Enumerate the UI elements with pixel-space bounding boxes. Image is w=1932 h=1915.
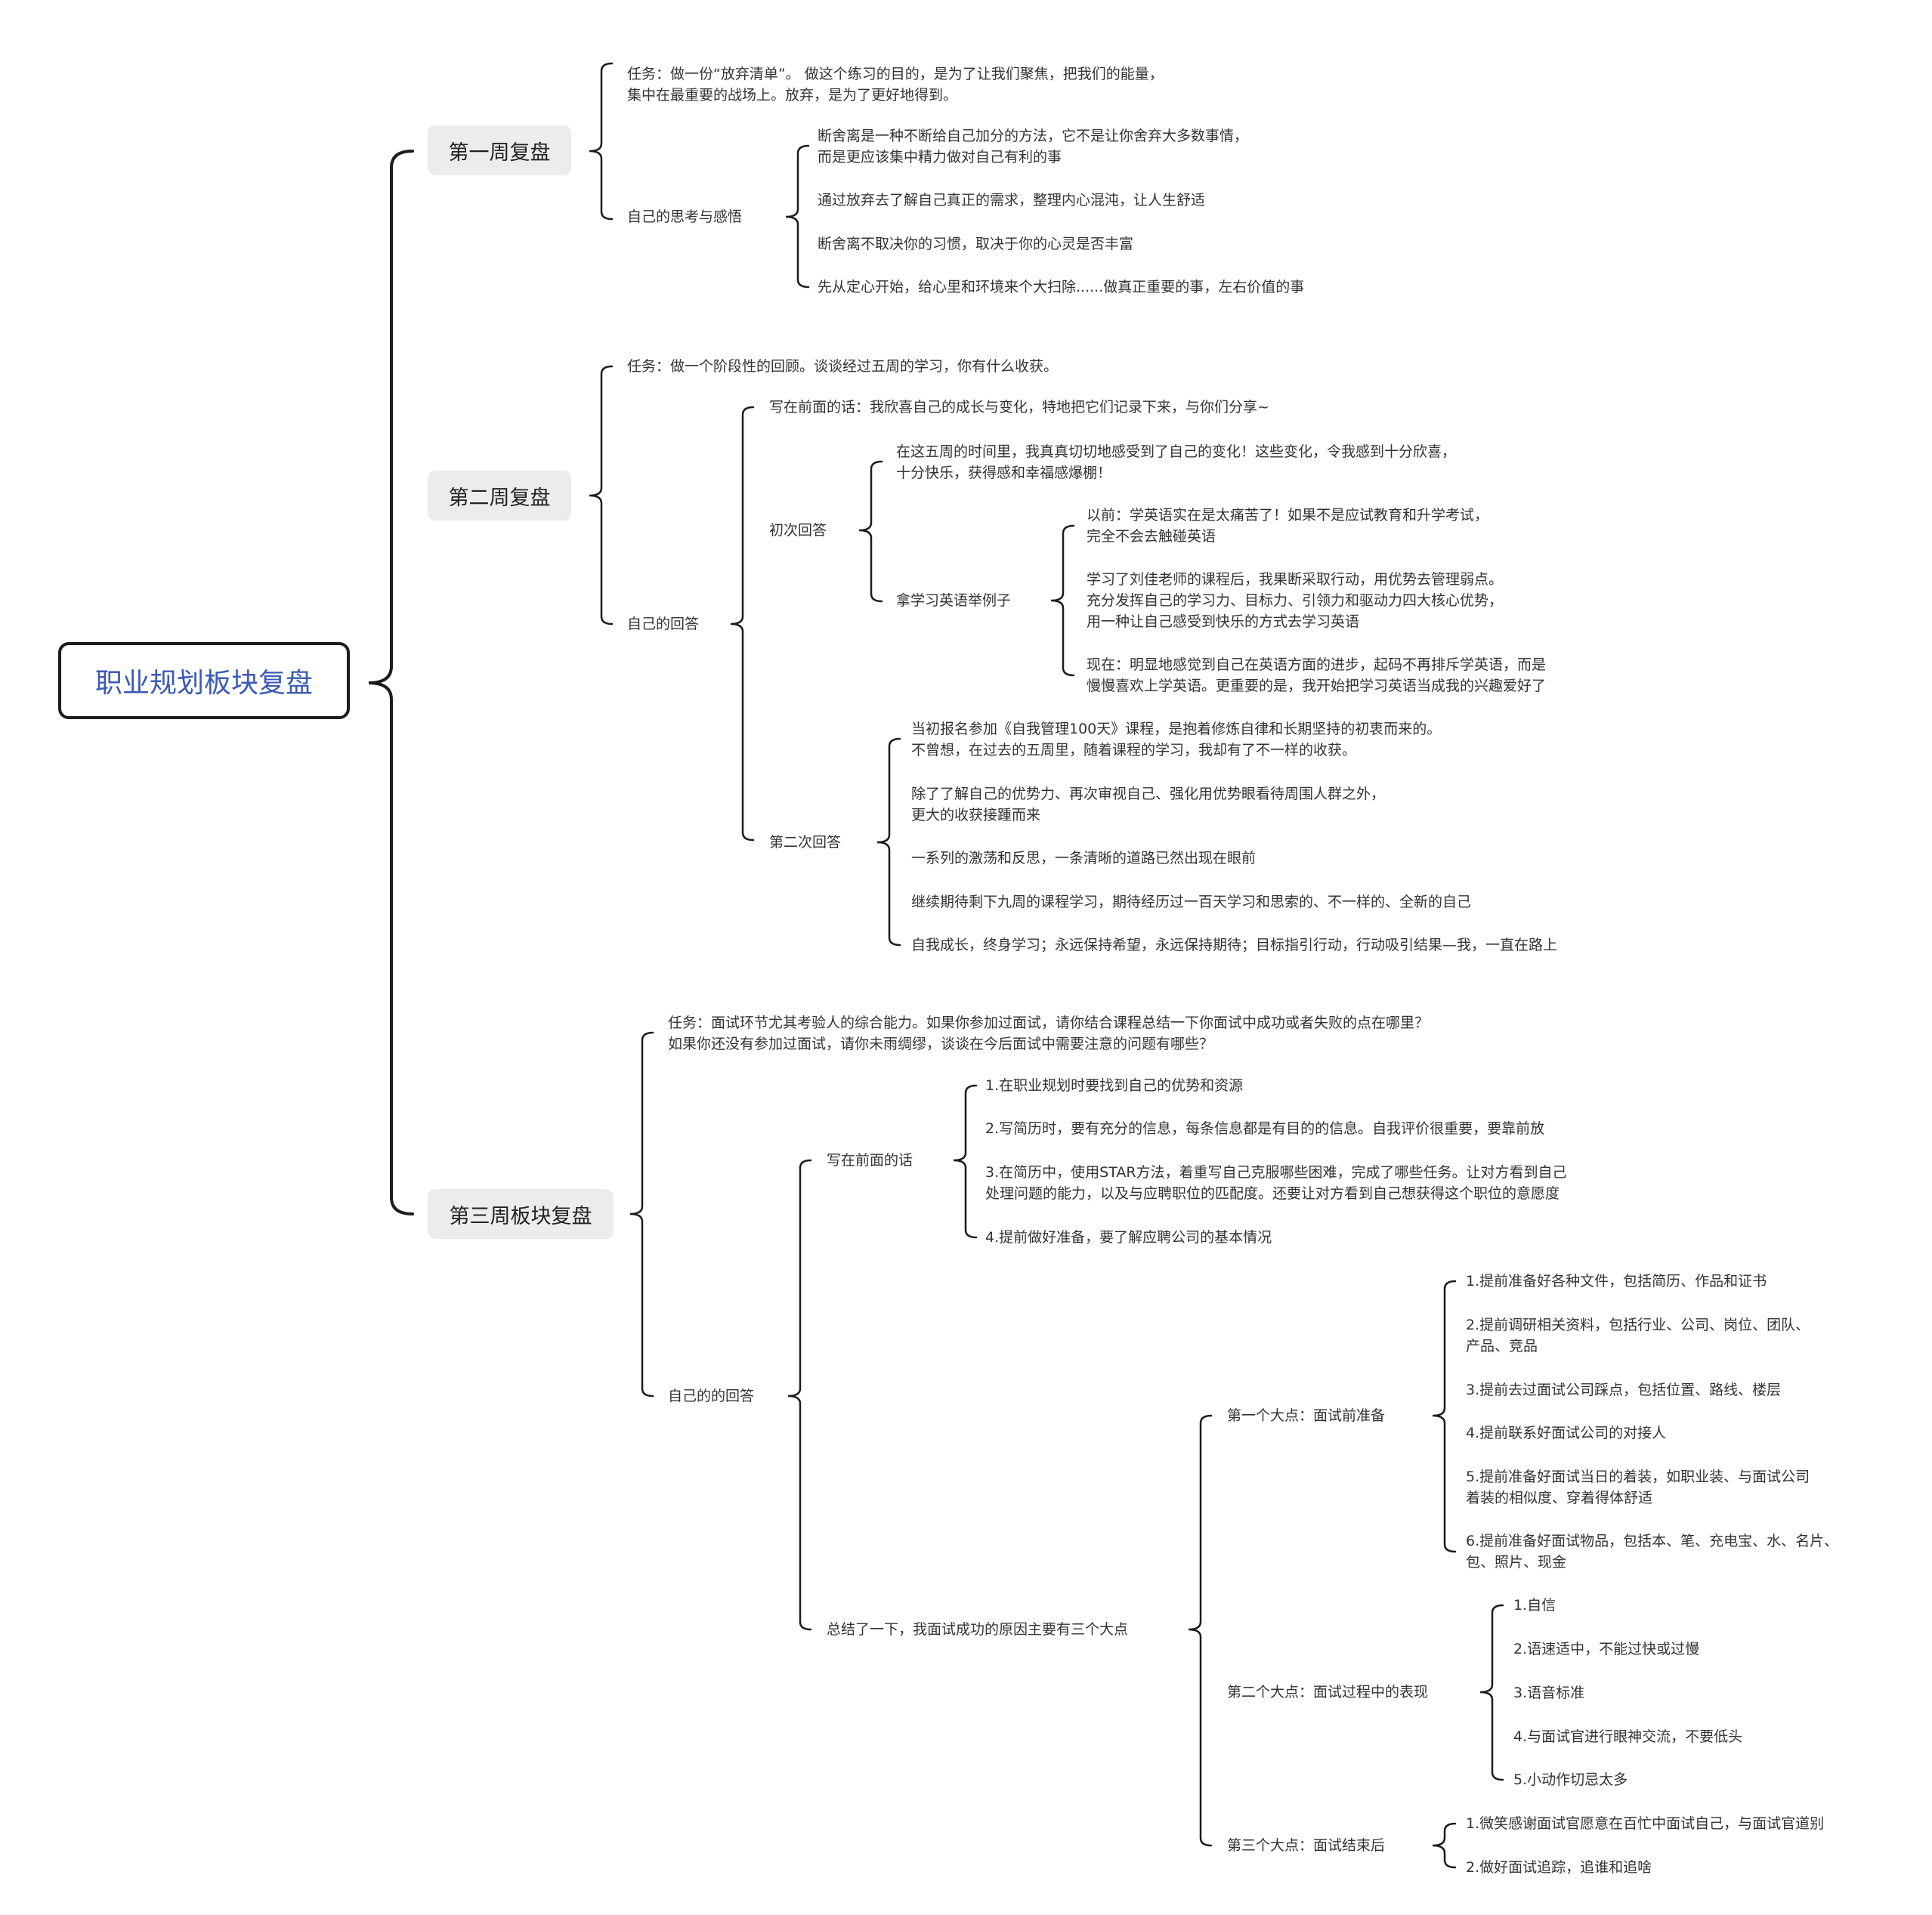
week1-think-label[interactable]: 自己的思考与感悟 [627, 208, 743, 225]
point2-item-4[interactable]: 4.与面试官进行眼神交流，不要低头 [1513, 1728, 1743, 1745]
week1-thought-2[interactable]: 通过放弃去了解自己真正的需求，整理内心混沌，让人生舒适 [818, 192, 1206, 208]
week2-second-brace [876, 737, 901, 947]
week2-first-label[interactable]: 初次回答 [769, 522, 827, 539]
point2-item-3[interactable]: 3.语音标准 [1513, 1685, 1585, 1701]
week3-pre-2[interactable]: 2.写简历时，要有充分的信息，每条信息都是有目的的信息。自我评价很重要，要靠前放 [985, 1120, 1545, 1137]
week2-example-label[interactable]: 拿学习英语举例子 [896, 592, 1012, 609]
week3-pre-1[interactable]: 1.在职业规划时要找到自己的优势和资源 [985, 1077, 1244, 1094]
week1-task[interactable]: 任务：做一份“放弃清单”。 做这个练习的目的，是为了让我们聚焦，把我们的能量， … [627, 66, 1164, 103]
week2-brace [589, 365, 614, 625]
week3-summary-label[interactable]: 总结了一下，我面试成功的原因主要有三个大点 [827, 1621, 1129, 1638]
week2-example-2[interactable]: 学习了刘佳老师的课程后，我果断采取行动，用优势去管理弱点。 充分发挥自己的学习力… [1087, 571, 1504, 630]
point2-item-5[interactable]: 5.小动作切忌太多 [1513, 1771, 1628, 1788]
point1-item-3[interactable]: 3.提前去过面试公司踩点，包括位置、路线、楼层 [1466, 1382, 1782, 1398]
week3-pre-label[interactable]: 写在前面的话 [827, 1152, 913, 1169]
week1-thought-3[interactable]: 断舍离不取决你的习惯，取决于你的心灵是否丰富 [818, 236, 1134, 252]
point3-item-2[interactable]: 2.做好面试追踪，追谁和追啥 [1466, 1859, 1652, 1876]
root-brace [368, 150, 414, 1215]
week3-answer-label[interactable]: 自己的的回答 [668, 1388, 755, 1404]
week2-second-4[interactable]: 继续期待剩下九周的课程学习，期待经历过一百天学习和思索的、不一样的、全新的自己 [911, 894, 1472, 910]
week2-example-1[interactable]: 以前：学英语实在是太痛苦了！如果不是应试教育和升学考试， 完全不会去触碰英语 [1087, 507, 1489, 545]
point3-label[interactable]: 第三个大点：面试结束后 [1227, 1837, 1386, 1854]
week2-example-brace [1050, 524, 1075, 677]
week2-example-3[interactable]: 现在：明显地感觉到自己在英语方面的进步，起码不再排斥学英语，而是 慢慢喜欢上学英… [1087, 656, 1547, 694]
point2-brace [1479, 1604, 1504, 1781]
point1-item-6[interactable]: 6.提前准备好面试物品，包括本、笔、充电宝、水、名片、 包、照片、现金 [1466, 1533, 1839, 1571]
week1-thought-1[interactable]: 断舍离是一种不断给自己加分的方法，它不是让你舍弃大多数事情， 而是更应该集中精力… [818, 128, 1249, 165]
week2-intro[interactable]: 写在前面的话：我欣喜自己的成长与变化，特地把它们记录下来，与你们分享~ [769, 399, 1269, 415]
week1-brace [589, 62, 614, 221]
week2-second-2[interactable]: 除了了解自己的优势力、再次审视自己、强化用优势眼看待周围人群之外， 更大的收获接… [911, 786, 1386, 823]
week3-topic[interactable]: 第三周板块复盘 [428, 1189, 614, 1239]
week2-answer-brace [730, 406, 755, 842]
week3-task[interactable]: 任务：面试环节尤其考验人的综合能力。如果你参加过面试，请你结合课程总结一下你面试… [668, 1015, 1430, 1052]
point1-item-4[interactable]: 4.提前联系好面试公司的对接人 [1466, 1425, 1667, 1441]
week2-second-3[interactable]: 一系列的激荡和反思，一条清晰的道路已然出现在眼前 [911, 850, 1257, 866]
point2-label[interactable]: 第二个大点：面试过程中的表现 [1227, 1684, 1429, 1700]
point1-item-2[interactable]: 2.提前调研相关资料，包括行业、公司、岗位、团队、 产品、竞品 [1466, 1317, 1810, 1354]
week2-first-text[interactable]: 在这五周的时间里，我真真切切地感受到了自己的变化！这些变化，令我感到十分欣喜， … [896, 443, 1457, 481]
week1-thoughts-brace [785, 144, 810, 289]
root-topic[interactable]: 职业规划板块复盘 [58, 642, 350, 719]
week1-topic[interactable]: 第一周复盘 [428, 125, 571, 175]
week2-answer-label[interactable]: 自己的回答 [627, 616, 700, 632]
week2-first-brace [858, 460, 883, 603]
week2-second-5[interactable]: 自我成长，终身学习；永远保持希望，永远保持期待；目标指引行动，行动吸引结果—我，… [911, 937, 1558, 953]
week3-pre-brace [953, 1084, 978, 1239]
point2-item-1[interactable]: 1.自信 [1513, 1597, 1556, 1614]
point3-item-1[interactable]: 1.微笑感谢面试官愿意在百忙中面试自己，与面试官道别 [1466, 1815, 1825, 1832]
week3-summary-brace [1188, 1414, 1213, 1847]
point2-item-2[interactable]: 2.语速适中，不能过快或过慢 [1513, 1641, 1700, 1657]
point1-item-5[interactable]: 5.提前准备好面试当日的着装，如职业装、与面试公司 着装的相似度、穿着得体舒适 [1466, 1469, 1810, 1506]
point1-label[interactable]: 第一个大点：面试前准备 [1227, 1407, 1386, 1424]
week2-topic[interactable]: 第二周复盘 [428, 471, 571, 520]
point1-brace [1432, 1280, 1457, 1553]
week3-brace [629, 1031, 654, 1398]
week3-pre-4[interactable]: 4.提前做好准备，要了解应聘公司的基本情况 [985, 1229, 1272, 1246]
week3-pre-3[interactable]: 3.在简历中，使用STAR方法，着重写自己克服哪些困难，完成了哪些任务。让对方看… [985, 1164, 1567, 1202]
week2-second-label[interactable]: 第二次回答 [769, 834, 842, 851]
week2-task[interactable]: 任务：做一个阶段性的回顾。谈谈经过五周的学习，你有什么收获。 [627, 358, 1059, 375]
point3-brace [1432, 1822, 1457, 1869]
week1-thought-4[interactable]: 先从定心开始，给心里和环境来个大扫除......做真正重要的事，左右价值的事 [818, 279, 1305, 295]
week2-second-1[interactable]: 当初报名参加《自我管理100天》课程，是抱着修炼自律和长期坚持的初衷而来的。 不… [911, 721, 1442, 758]
point1-item-1[interactable]: 1.提前准备好各种文件，包括简历、作品和证书 [1466, 1273, 1767, 1290]
week3-answer-brace [787, 1159, 812, 1631]
